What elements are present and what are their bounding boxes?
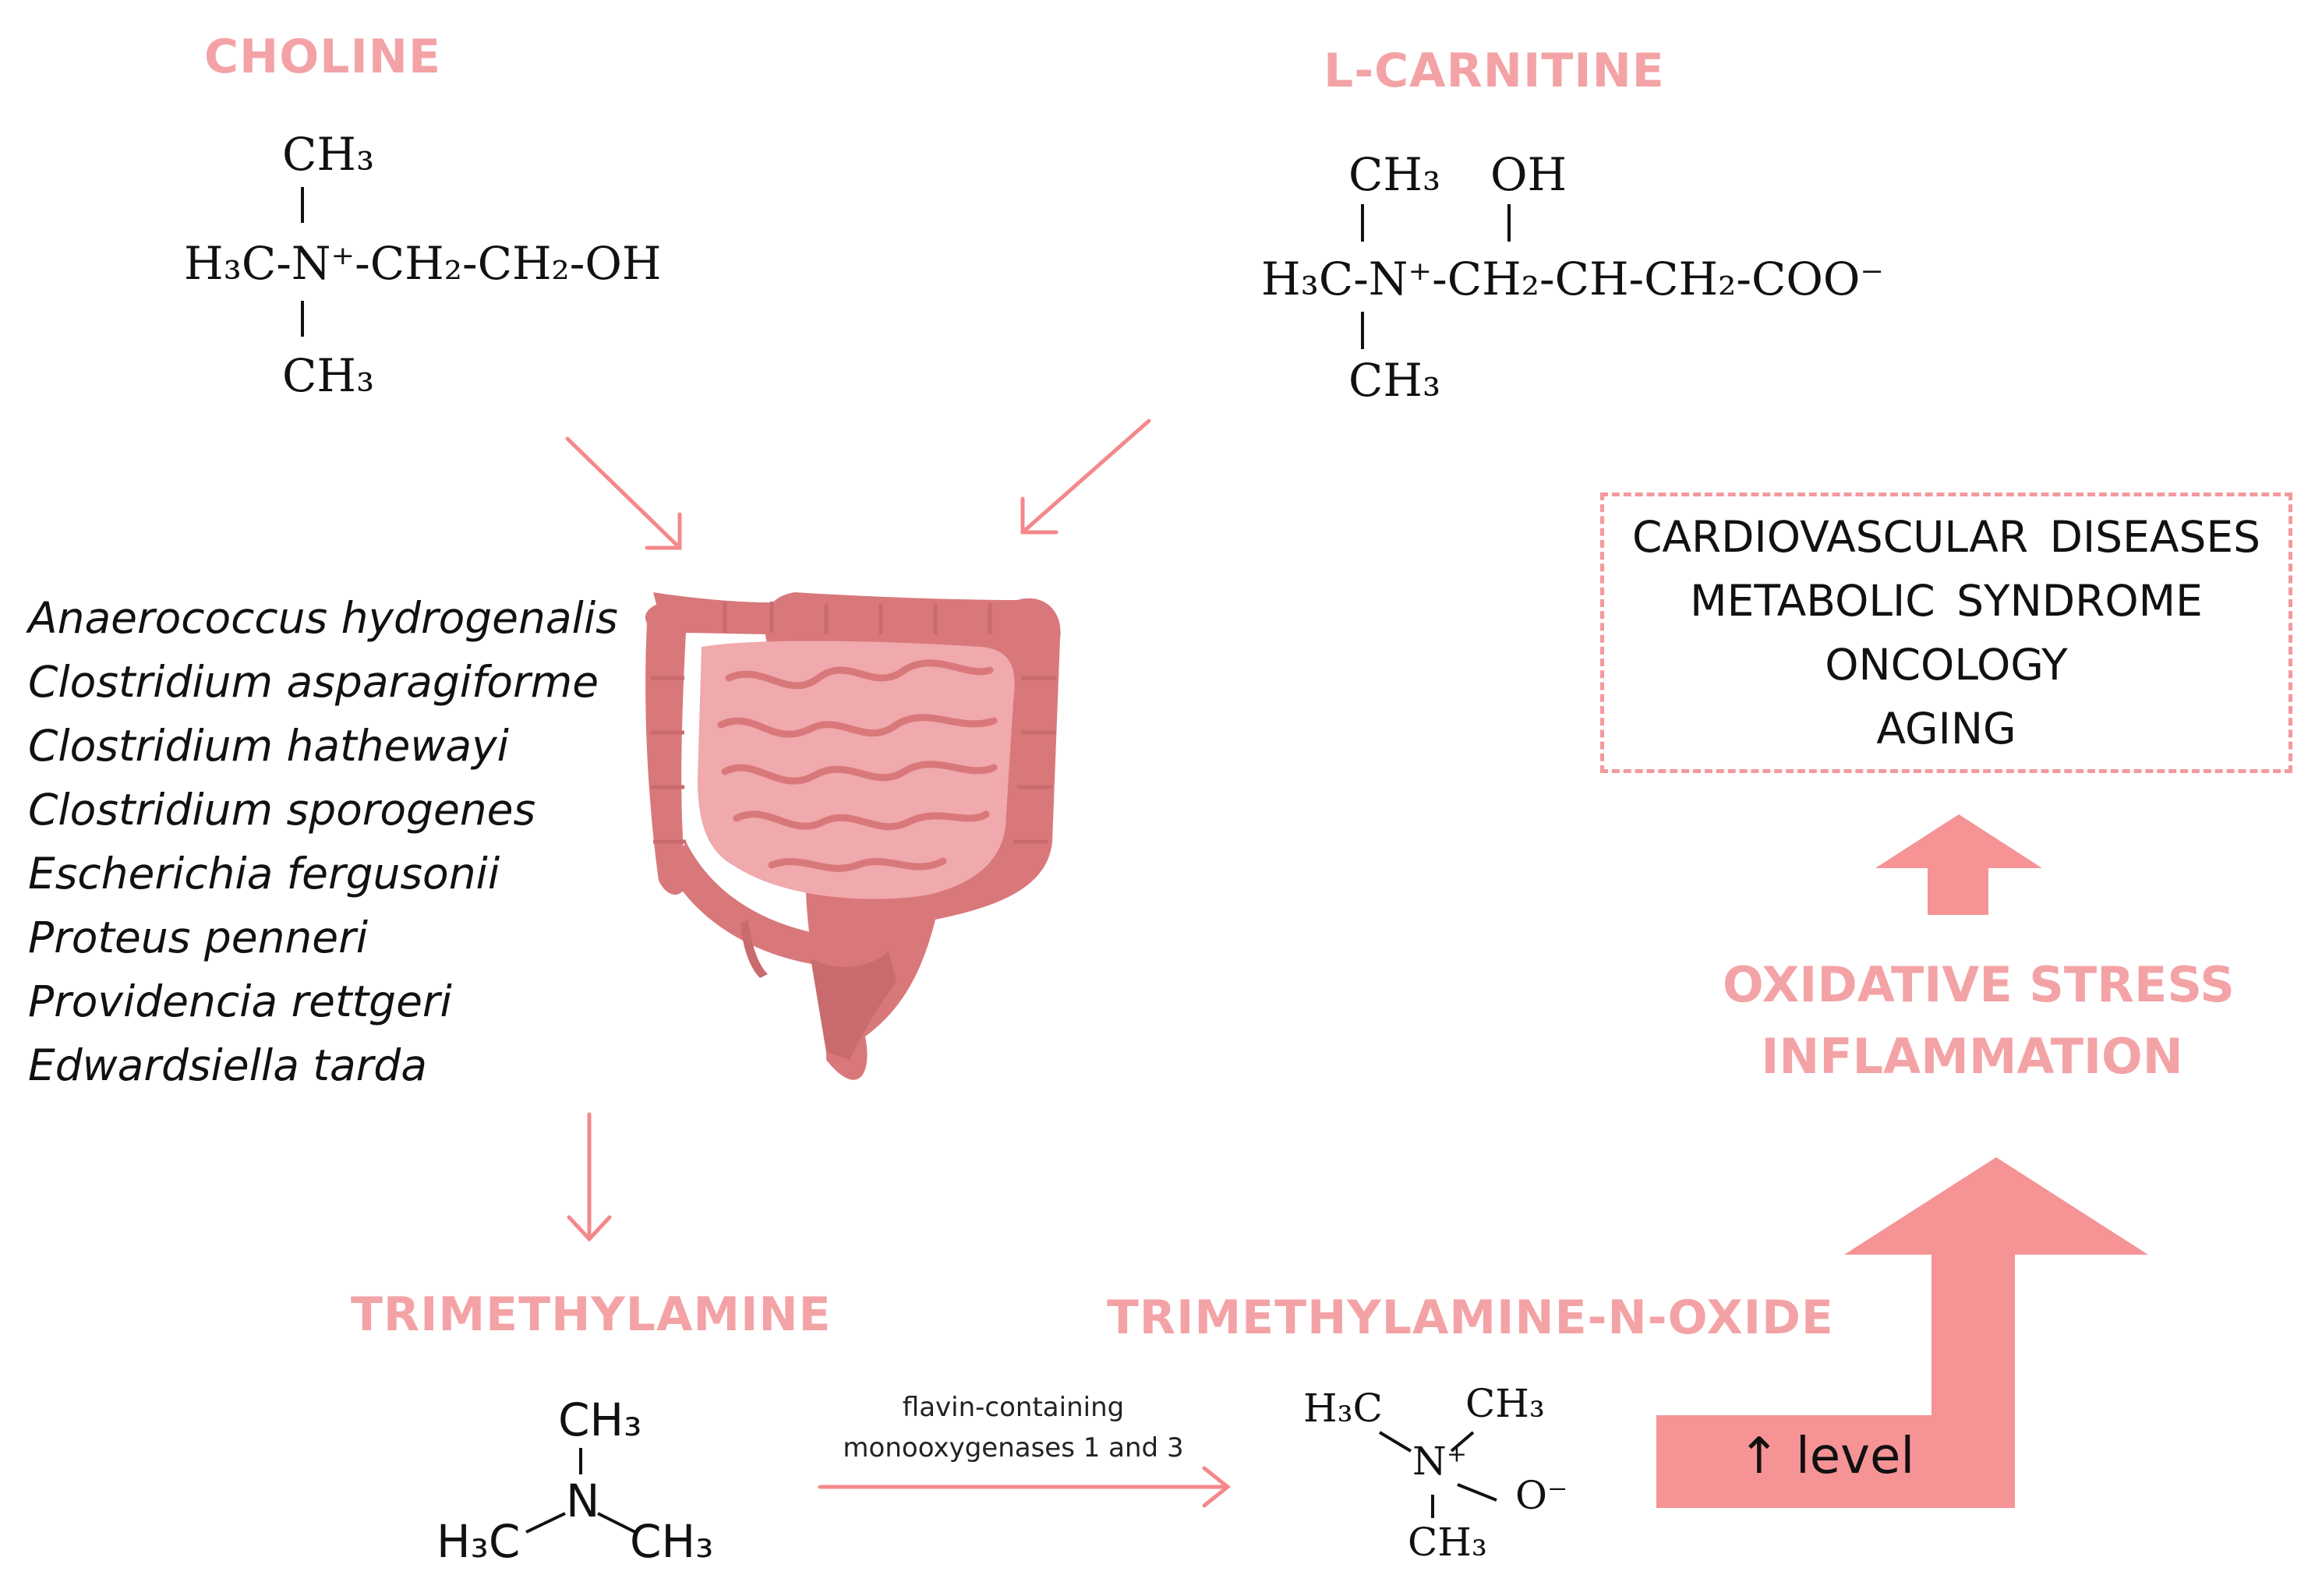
choline-title: CHOLINE [204,30,442,84]
tmao-o: O⁻ [1515,1473,1568,1518]
disease-item: METABOLIC SYNDROME [1690,576,2203,626]
choline-ch3-top: CH₃ [282,128,375,181]
tma-n: N [566,1474,600,1527]
tmao-bonds [1378,1431,1497,1518]
level-label: ↑ level [1738,1428,1915,1485]
stress-to-disease-arrow [1875,814,2042,915]
tmao-title: TRIMETHYLAMINE-N-OXIDE [1107,1291,1834,1345]
tmao-n: N⁺ [1412,1439,1468,1484]
carnitine-main-chain: H₃C-N⁺-CH₂-CH-CH₂-COO⁻ [1261,252,1885,305]
tma-ch3-right: CH₃ [630,1515,714,1568]
thin-arrows [565,418,1232,1508]
choline-bond-top [301,187,304,223]
disease-item: ONCOLOGY [1825,640,2068,690]
stress-line-2: INFLAMMATION [1761,1028,2183,1085]
carnitine-oh: OH [1490,148,1567,201]
carnitine-bond-top-n [1361,204,1364,242]
tma-to-tmao-arrow [818,1466,1232,1508]
bacteria-item: Proteus penneri [28,913,369,962]
disease-list: CARDIOVASCULAR DISEASES METABOLIC SYNDRO… [1600,505,2292,761]
stress-line-1: OXIDATIVE STRESS [1723,956,2235,1013]
choline-bond-bottom [301,301,304,337]
carnitine-bond-top-oh [1507,204,1511,242]
level-up-arrow [1656,1157,2148,1508]
carnitine-ch3-bottom: CH₃ [1348,354,1441,407]
tma-title: TRIMETHYLAMINE [351,1287,832,1342]
gut-to-tma-arrow [567,1112,612,1242]
enzyme-line-1: flavin-containing [902,1392,1125,1423]
carnitine-ch3-top: CH₃ [1348,148,1441,201]
gut-icon [645,592,1061,1080]
bacteria-item: Clostridium asparagiforme [28,657,599,707]
colon-segments [651,602,1056,844]
bacteria-item: Edwardsiella tarda [28,1040,427,1090]
stress-label: OXIDATIVE STRESS INFLAMMATION [1723,949,2235,1093]
bacteria-item: Providencia rettgeri [28,976,452,1026]
disease-box [1600,493,2292,773]
disease-item: AGING [1876,704,2016,754]
choline-main-chain: H₃C-N⁺-CH₂-CH₂-OH [184,237,662,290]
tmao-h3c: H₃C [1303,1386,1383,1431]
choline-to-gut-arrow [565,436,682,550]
carnitine-to-gut-arrow [1020,418,1151,535]
tma-bonds [525,1448,636,1534]
intestine-folds [717,659,998,872]
enzyme-line-2: monooxygenases 1 and 3 [843,1432,1184,1464]
carnitine-bond-bottom [1361,312,1364,349]
bacteria-item: Anaerococcus hydrogenalis [28,593,618,643]
choline-ch3-bottom: CH₃ [282,349,375,402]
bacteria-item: Clostridium hathewayi [28,721,509,771]
bacteria-item: Clostridium sporogenes [28,785,536,835]
enzyme-label: flavin-containing monooxygenases 1 and 3 [811,1387,1216,1468]
disease-item: CARDIOVASCULAR DISEASES [1631,512,2261,562]
tma-h3c: H₃C [436,1515,521,1568]
tma-ch3-top: CH₃ [558,1393,642,1446]
carnitine-title: L-CARNITINE [1324,44,1665,98]
bacteria-item: Escherichia fergusonii [28,849,500,899]
tmao-ch3-top: CH₃ [1465,1381,1545,1426]
bacteria-list: Anaerococcus hydrogenalis Clostridium as… [28,586,618,1097]
tmao-ch3-bottom: CH₃ [1408,1520,1487,1565]
